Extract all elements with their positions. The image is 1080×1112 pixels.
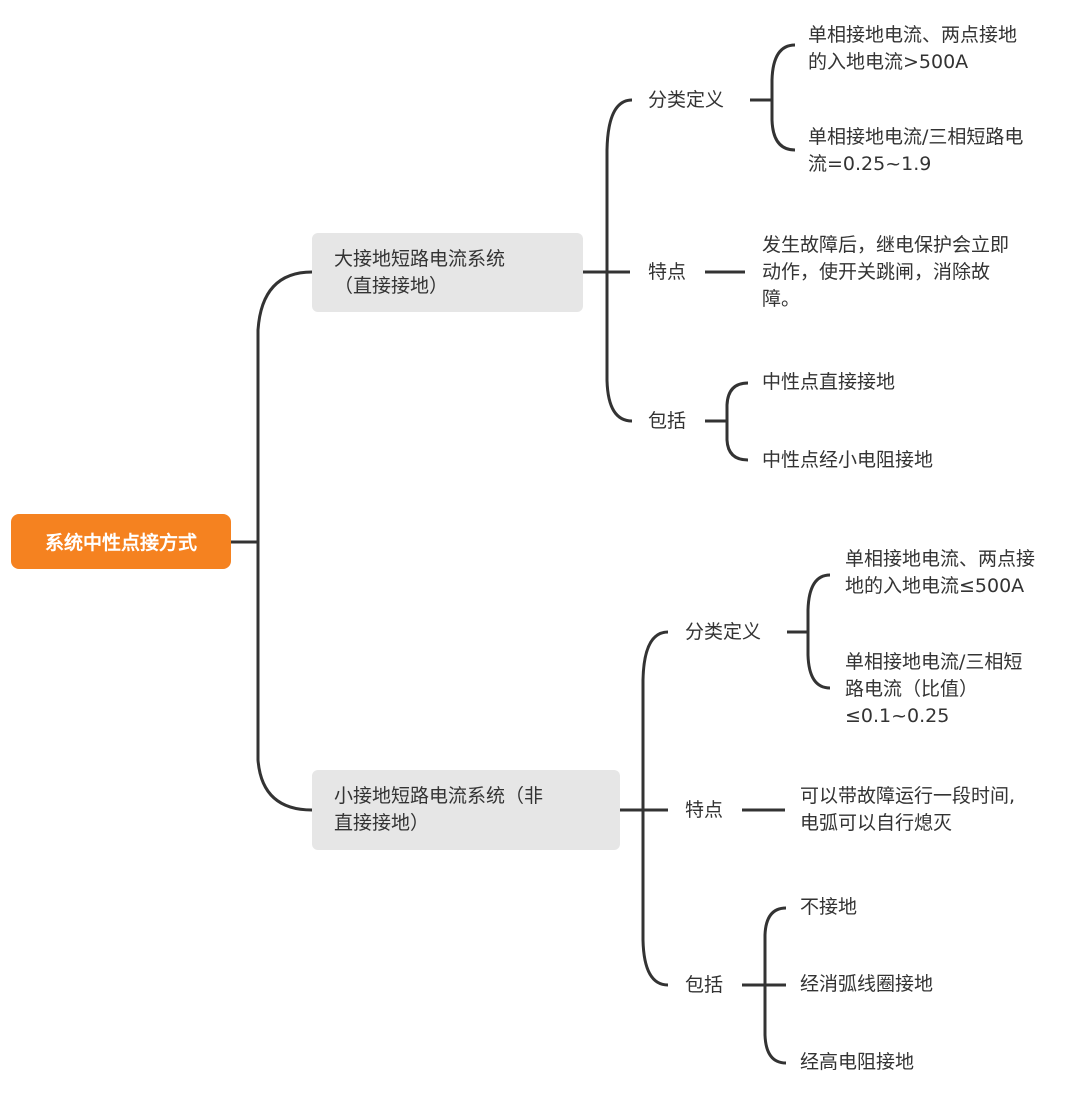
node-features[interactable]: 特点	[685, 799, 724, 821]
connector	[605, 98, 633, 423]
connector	[641, 630, 669, 987]
node-classification[interactable]: 分类定义	[685, 621, 762, 643]
node-includes[interactable]: 包括	[685, 974, 724, 996]
node-features[interactable]: 特点	[648, 261, 687, 283]
branch-small-current[interactable]: 小接地短路电流系统（非 直接接地）	[312, 770, 620, 850]
leaf[interactable]: 可以带故障运行一段时间, 电弧可以自行熄灭	[800, 785, 1016, 834]
leaf[interactable]: 经消弧线圈接地	[800, 973, 934, 995]
connector	[770, 43, 796, 152]
connector	[256, 270, 313, 812]
leaf[interactable]: 单相接地电流、两点接 地的入地电流≤500A	[845, 548, 1036, 597]
node-includes[interactable]: 包括	[648, 410, 687, 432]
connector	[806, 573, 831, 690]
branch-large-current[interactable]: 大接地短路电流系统 （直接接地）	[312, 233, 583, 312]
root-node[interactable]: 系统中性点接方式	[11, 514, 231, 569]
leaf[interactable]: 单相接地电流、两点接地 的入地电流>500A	[808, 24, 1018, 73]
branch-label: 大接地短路电流系统 （直接接地）	[334, 248, 506, 297]
leaf[interactable]: 经高电阻接地	[800, 1051, 915, 1073]
branch-label: 小接地短路电流系统（非 直接接地）	[334, 785, 544, 834]
connector	[725, 381, 749, 462]
leaf[interactable]: 不接地	[800, 896, 858, 918]
leaf[interactable]: 中性点经小电阻接地	[762, 449, 934, 471]
leaf[interactable]: 发生故障后，继电保护会立即 动作，使开关跳闸，消除故 障。	[762, 234, 1010, 310]
leaf[interactable]: 单相接地电流/三相短路电 流=0.25~1.9	[808, 126, 1024, 175]
root-label: 系统中性点接方式	[44, 532, 197, 554]
node-classification[interactable]: 分类定义	[648, 89, 725, 111]
connector	[763, 906, 787, 1065]
leaf[interactable]: 中性点直接接地	[762, 371, 896, 393]
leaf[interactable]: 单相接地电流/三相短 路电流（比值） ≤0.1~0.25	[845, 651, 1023, 727]
